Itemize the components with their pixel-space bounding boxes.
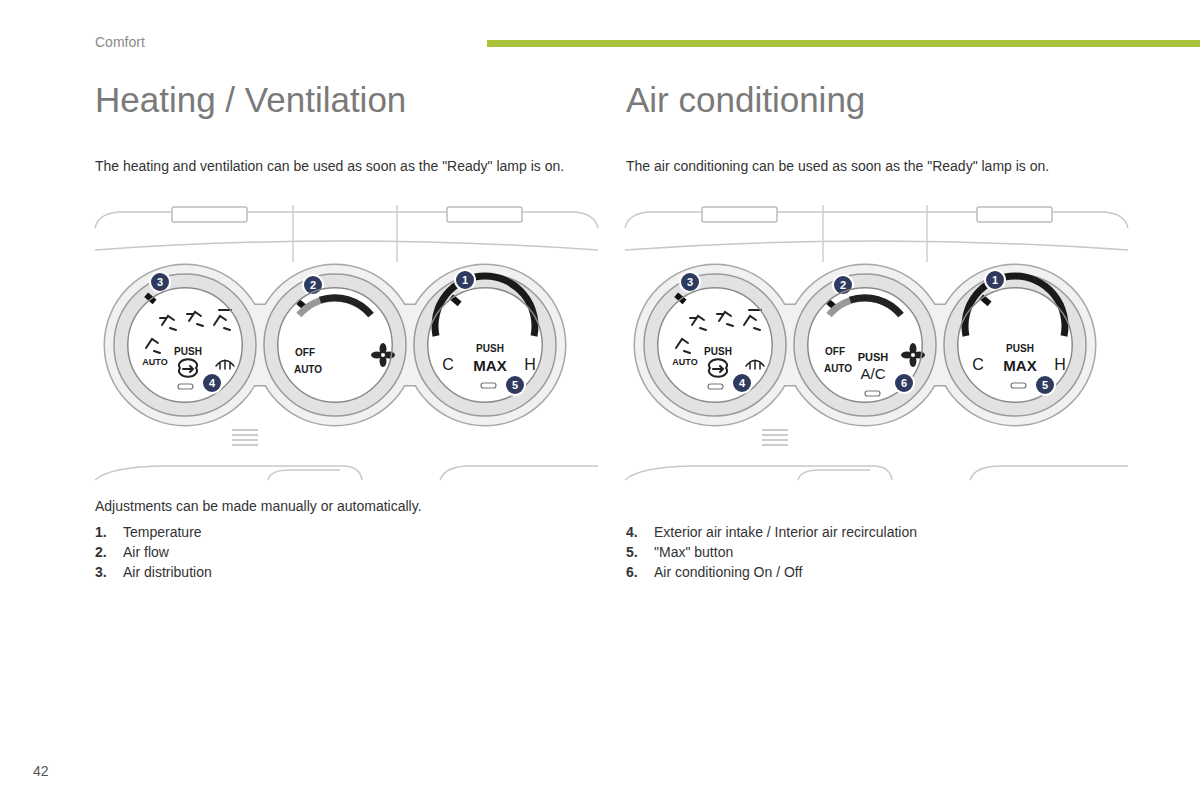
note-text: Adjustments can be made manually or auto… xyxy=(95,496,422,516)
callout-number: 3 xyxy=(687,277,693,288)
intro-text: The air conditioning can be used as soon… xyxy=(626,156,1116,176)
knob-label: OFF xyxy=(295,348,315,358)
knob-label: AUTO xyxy=(672,358,697,367)
callout-badge: 1 xyxy=(984,269,1006,291)
knob-label: OFF xyxy=(825,347,845,357)
callout-number: 5 xyxy=(512,380,518,391)
heating-panel xyxy=(95,205,598,480)
callout-badge: 5 xyxy=(504,374,526,396)
callout-number: 4 xyxy=(739,378,745,389)
knob-label: PUSH xyxy=(1006,344,1034,354)
callout-badge: 1 xyxy=(454,269,476,291)
knob-label: AUTO xyxy=(142,358,167,367)
callout-number: 3 xyxy=(157,277,163,288)
knob-label: C xyxy=(442,357,454,373)
callout-number: 1 xyxy=(462,275,468,286)
knob-face xyxy=(127,287,243,403)
knob-label: PUSH xyxy=(858,352,889,363)
list-number: 1. xyxy=(95,522,107,542)
control-knob: AUTO PUSH xyxy=(657,287,773,403)
list-item: "Max" button xyxy=(654,542,733,562)
page-number: 42 xyxy=(33,761,49,781)
knob-face xyxy=(657,287,773,403)
ac-panel xyxy=(625,205,1128,480)
list-item: Temperature xyxy=(123,522,202,542)
section-title: Heating / Ventilation xyxy=(95,78,406,122)
list-item: Air flow xyxy=(123,542,169,562)
list-number: 5. xyxy=(626,542,638,562)
knob-label: PUSH xyxy=(704,347,732,357)
callout-number: 1 xyxy=(992,275,998,286)
callout-badge: 4 xyxy=(731,372,753,394)
knob-label: MAX xyxy=(1003,358,1036,373)
knob-label: MAX xyxy=(473,358,506,373)
knob-label: C xyxy=(972,357,984,373)
list-number: 3. xyxy=(95,562,107,582)
knob-label: AUTO xyxy=(294,365,322,375)
list-number: 6. xyxy=(626,562,638,582)
running-header: Comfort xyxy=(95,32,145,52)
callout-number: 4 xyxy=(209,378,215,389)
list-item: Air distribution xyxy=(123,562,212,582)
knob-label: H xyxy=(524,357,536,373)
knob-label: PUSH xyxy=(174,347,202,357)
callout-number: 2 xyxy=(310,280,316,291)
list-number: 2. xyxy=(95,542,107,562)
list-item: Air conditioning On / Off xyxy=(654,562,802,582)
knob-label: A/C xyxy=(860,366,885,381)
section-bar xyxy=(487,40,1200,47)
knob-label: H xyxy=(1054,357,1066,373)
callout-badge: 5 xyxy=(1034,374,1056,396)
callout-badge: 4 xyxy=(201,372,223,394)
knob-label: AUTO xyxy=(824,364,852,374)
callout-number: 6 xyxy=(901,378,907,389)
callout-badge: 6 xyxy=(893,372,915,394)
list-item: Exterior air intake / Interior air recir… xyxy=(654,522,917,542)
list-number: 4. xyxy=(626,522,638,542)
callout-number: 2 xyxy=(840,280,846,291)
knob-face xyxy=(277,287,393,403)
ac-lamp xyxy=(865,391,880,396)
knob-label: PUSH xyxy=(476,344,504,354)
section-title: Air conditioning xyxy=(626,78,865,122)
control-knob: OFF AUTO xyxy=(277,287,393,403)
callout-number: 5 xyxy=(1042,380,1048,391)
control-knob: AUTO PUSH xyxy=(127,287,243,403)
intro-text: The heating and ventilation can be used … xyxy=(95,156,580,176)
